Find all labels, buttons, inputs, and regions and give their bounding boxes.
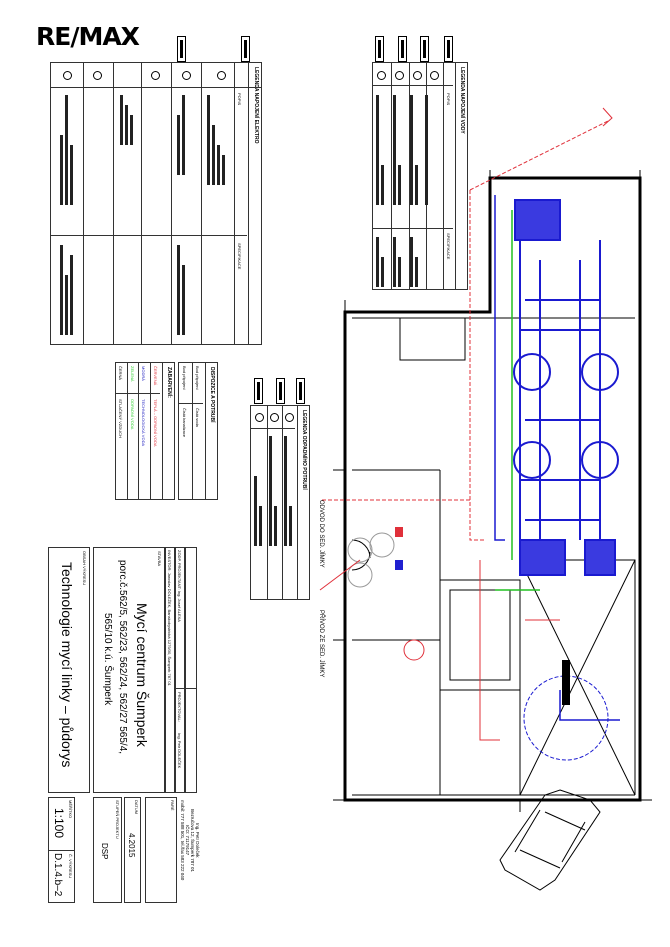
item-number-icon — [430, 71, 439, 80]
wash-line-machinery — [494, 195, 620, 761]
project-box: STAVBA Mycí centrum Šumperk porc.č.562/5… — [93, 547, 165, 793]
legend-pipes: DISPOZICE A POTRUBÍ Bod připojení Čistá … — [178, 362, 218, 500]
legend-colors-title: ZABARVENÍ: — [166, 367, 172, 398]
firm-phone: mobil: 777 588 501, tel./fax 583 222 040 — [180, 800, 185, 881]
item-number-icon — [413, 71, 422, 80]
scale-label: MĚŘÍTKO — [68, 800, 73, 819]
responsible-designer: ZODP. PROJEKTANT: Ing. Josef ALEXA — [177, 550, 182, 622]
scale-box: MĚŘÍTKO 1:100 Č. VÝKRESU D.1.4.b–2 — [48, 797, 75, 903]
reference-tag — [276, 378, 285, 404]
pipes-row-label: Bod připojení — [195, 366, 200, 390]
outlet-label: ODVOD DO SED. JÍMKY — [318, 500, 324, 568]
investor: INVESTOR: Jaroslav DOLEŽEK, Banskobystri… — [167, 550, 172, 686]
legend-water: LEGENDA NAPOJENÍ VODY POPIS SPECIFIKACE — [372, 62, 468, 290]
item-number-icon — [255, 413, 264, 422]
item-number-icon — [285, 413, 294, 422]
legend-colors: ZABARVENÍ: ČERVENÁ TEPLÁ – ODPADNÍ VODA … — [115, 362, 175, 500]
legend-electro-col-popis: POPIS — [237, 93, 242, 106]
date-value: 4.2015 — [127, 833, 136, 858]
pit-drain — [562, 660, 570, 705]
legend-electro: LEGENDA NAPOJENÍ ELEKTRO POPIS SPECIFIKA… — [50, 62, 262, 345]
investor-strip: INVESTOR: Jaroslav DOLEŽEK, Banskobystri… — [165, 547, 175, 793]
color-desc-blue: TECHNOLOGICKÁ VODA — [141, 399, 146, 447]
legend-waste: LEGENDA ODPADNÍHO POTRUBÍ — [250, 405, 310, 600]
stavba-label: STAVBA — [157, 551, 162, 567]
legend-electro-title: LEGENDA NAPOJENÍ ELEKTRO — [253, 67, 259, 144]
item-number-icon — [217, 71, 226, 80]
item-number-icon — [377, 71, 386, 80]
drawing-title-label: OBSAH VÝKRESU — [82, 551, 87, 586]
drawing-title: Technologie mycí linky – půdorys — [59, 562, 75, 768]
drawing-number: D.1.4.b–2 — [52, 853, 63, 897]
color-desc-green: ODPADNÍ VODA — [130, 399, 135, 430]
pare-label: PARÉ — [170, 800, 175, 811]
item-number-icon — [151, 71, 160, 80]
item-number-icon — [63, 71, 72, 80]
color-name-blue: MODRÁ — [141, 366, 146, 381]
firm-street: Bezručova 12, Šumperk 787 01 — [190, 808, 195, 872]
drawing-title-box: OBSAH VÝKRESU Technologie mycí linky – p… — [48, 547, 90, 793]
drawing-number-label: Č. VÝKRESU — [68, 854, 73, 879]
legend-water-col-popis: POPIS — [446, 93, 451, 106]
item-number-icon — [395, 71, 404, 80]
firm-name: Ing. Petr Doleček — [195, 822, 200, 858]
legend-pipes-title: DISPOZICE A POTRUBÍ — [209, 367, 215, 423]
project-name: Mycí centrum Šumperk — [134, 603, 150, 747]
date-box: DATUM 4.2015 — [124, 797, 141, 903]
legend-electro-col-spec: SPECIFIKACE — [237, 243, 242, 270]
reference-tag — [375, 36, 384, 62]
legend-water-col-spec: SPECIFIKACE — [446, 233, 451, 260]
item-number-icon — [93, 71, 102, 80]
reference-tag — [444, 36, 453, 62]
item-number-icon — [182, 71, 191, 80]
reference-tag — [177, 36, 186, 62]
responsible-strip: ZODP. PROJEKTANT: Ing. Josef ALEXA PROJE… — [175, 547, 185, 793]
reference-tag — [296, 378, 305, 404]
color-desc-red: TEPLÁ – ODPADNÍ VODA — [153, 399, 158, 447]
color-name-green: ZELENÁ — [130, 366, 135, 382]
pipes-row-value: Čistá voda — [195, 408, 200, 427]
pipes-row-value: Čistá kanalizace — [182, 408, 187, 438]
stage-value: DSP — [100, 843, 109, 860]
firm-ico: IČO: 71179147 — [185, 825, 190, 856]
color-name-black: ČERNÁ — [118, 366, 123, 381]
designed-label: PROJEKTOVAL: — [177, 692, 182, 722]
inlet-label: PŘÍVOD ZE SED. JÍMKY — [318, 610, 324, 678]
firm-address: Ing. Petr Doleček Bezručova 12, Šumperk … — [180, 800, 200, 880]
pipes-row-label: Bod připojení — [182, 366, 187, 390]
date-label: DATUM — [134, 800, 139, 814]
parcels-line-2: 565/10 k.ú. Šumperk — [102, 613, 113, 706]
car-icon — [499, 789, 601, 891]
signature-strip — [185, 547, 197, 793]
scale-value: 1:100 — [52, 808, 66, 839]
reference-tag — [241, 36, 250, 62]
pare-box: PARÉ — [145, 797, 177, 903]
remax-logo: RE/MAX — [36, 22, 140, 51]
legend-waste-title: LEGENDA ODPADNÍHO POTRUBÍ — [301, 410, 307, 490]
item-number-icon — [270, 413, 279, 422]
reference-tag — [420, 36, 429, 62]
color-name-red: ČERVENÁ — [153, 366, 158, 386]
stage-box: STUPEŇ PROJEKTU DSP — [93, 797, 122, 903]
building-walls — [343, 176, 642, 802]
color-desc-black: STLAČENÝ VZDUCH — [118, 399, 123, 438]
designed-by: Ing. Petr DOLEČEK — [177, 733, 182, 769]
parcels-line-1: porc.č.562/5, 562/23, 562/24, 562/27 565… — [117, 560, 128, 755]
reference-tag — [254, 378, 263, 404]
stage-label: STUPEŇ PROJEKTU — [115, 800, 120, 839]
reference-tag — [398, 36, 407, 62]
legend-water-title: LEGENDA NAPOJENÍ VODY — [459, 67, 465, 134]
